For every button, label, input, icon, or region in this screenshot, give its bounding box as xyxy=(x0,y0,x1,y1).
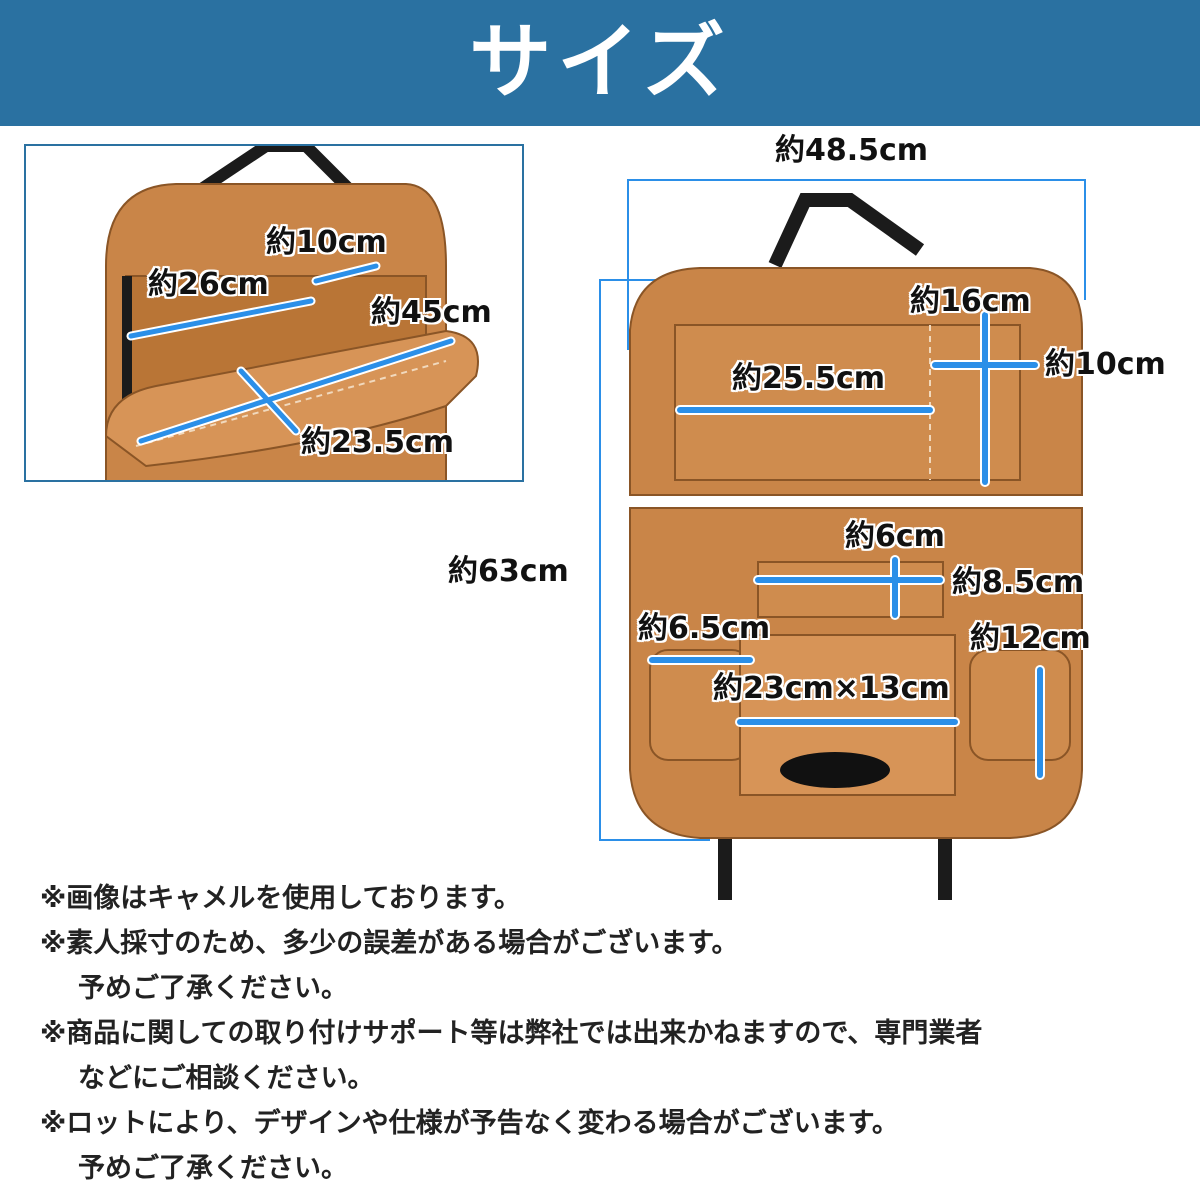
organizer-illustration xyxy=(599,179,1086,900)
note-line: ※ロットにより、デザインや仕様が予告なく変わる場合がございます。 xyxy=(40,1108,899,1139)
label-85cm: 約8.5cm xyxy=(952,565,1085,600)
note-line: 予めご了承ください。 xyxy=(78,1153,348,1184)
note-line: ※素人採寸のため、多少の誤差がある場合がございます。 xyxy=(40,928,739,959)
height-dimension-line xyxy=(599,279,710,841)
tissue-box-pocket xyxy=(739,634,956,796)
label-16cm: 約16cm xyxy=(910,284,1031,319)
label-tray-45cm: 約45cm xyxy=(371,295,492,330)
tissue-slot xyxy=(780,752,890,788)
label-12cm: 約12cm xyxy=(970,621,1091,656)
tray-side-strap xyxy=(122,276,132,436)
width-dimension-line xyxy=(627,179,1086,350)
header-banner: サイズ xyxy=(0,0,1200,126)
small-pocket xyxy=(757,561,944,618)
note-line: ※画像はキャメルを使用しております。 xyxy=(40,883,521,914)
label-width: 約48.5cm xyxy=(775,133,929,168)
tray-arrow-10cm xyxy=(313,263,379,284)
bottom-strap-left xyxy=(718,830,732,900)
label-65cm: 約6.5cm xyxy=(638,611,771,646)
tray-illustration xyxy=(104,146,479,480)
tray-arrow-45cm xyxy=(138,338,454,444)
bottom-strap-right xyxy=(938,830,952,900)
label-10cm: 約10cm xyxy=(1045,347,1166,382)
label-255cm: 約25.5cm xyxy=(732,361,886,396)
note-line: ※商品に関しての取り付けサポート等は弊社では出来かねますので、専門業者 xyxy=(40,1018,983,1049)
label-tray-26cm: 約26cm xyxy=(148,267,269,302)
label-6cm: 約6cm xyxy=(845,519,945,554)
label-2313cm: 約23cm×13cm xyxy=(713,671,950,706)
upper-pocket xyxy=(674,324,1021,481)
bottle-pocket-right xyxy=(969,649,1071,761)
note-line: 予めご了承ください。 xyxy=(78,973,348,1004)
tray-inset-photo: 約10cm 約26cm 約45cm 約23.5cm xyxy=(24,144,524,482)
label-tray-235cm: 約23.5cm xyxy=(301,425,455,460)
note-line: などにご相談ください。 xyxy=(78,1063,375,1094)
headrest-strap xyxy=(768,193,925,268)
notes-section: ※画像はキャメルを使用しております。 ※素人採寸のため、多少の誤差がある場合がご… xyxy=(40,876,1180,1191)
page-title: サイズ xyxy=(469,15,731,110)
tray-arrow-26cm xyxy=(128,298,314,339)
tray-stitching xyxy=(135,360,447,447)
label-height: 約63cm xyxy=(448,554,569,589)
hanging-strap xyxy=(172,146,361,211)
organizer-main-photo: 約48.5cm 約16cm 約10cm 約25.5cm 約6cm 約8.5cm … xyxy=(590,134,1200,920)
tray-arrow-235cm xyxy=(238,368,299,434)
label-tray-10cm: 約10cm xyxy=(266,225,387,260)
